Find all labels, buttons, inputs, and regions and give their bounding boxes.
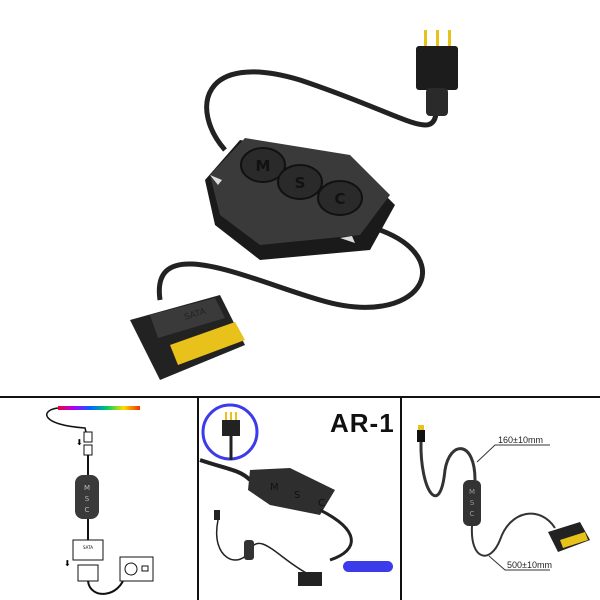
button-s-label: S: [295, 174, 306, 192]
product-model-panel: AR-1 M S C: [199, 403, 395, 586]
leader-line-500: [488, 555, 550, 571]
power-supply-icon: [119, 556, 154, 582]
cable-dimensions-panel: M S C 160±10mm 500±10mm: [417, 425, 590, 571]
cable-top: [204, 69, 439, 152]
button-m[interactable]: M: [240, 147, 286, 183]
p3-button-s: S: [470, 499, 475, 507]
model-name: AR-1: [330, 408, 395, 438]
p2-button-m: M: [270, 482, 279, 493]
sata-connector: SATA: [130, 295, 245, 380]
button-c[interactable]: C: [317, 180, 363, 216]
button-m-label: M: [256, 157, 271, 175]
p1-button-c: C: [85, 506, 90, 514]
argb-3pin-connector: [416, 30, 458, 116]
length-160: 160±10mm: [498, 435, 543, 445]
installation-diagram-panel: ⬇ M S C SATA ⬇: [46, 406, 154, 595]
leader-line-160: [476, 444, 550, 463]
p1-button-s: S: [85, 495, 90, 503]
p1-button-m: M: [84, 484, 90, 492]
cable-bottom: [156, 227, 425, 310]
panel-dividers: [0, 396, 600, 600]
arrow-down-icon: ⬇: [76, 438, 83, 447]
button-c-label: C: [334, 190, 345, 208]
main-product: M S C SATA: [130, 30, 458, 380]
p2-button-s: S: [294, 490, 300, 501]
rgb-led-strip: [58, 406, 140, 410]
button-s[interactable]: S: [277, 164, 323, 200]
p3-button-m: M: [469, 488, 475, 496]
p2-button-c: C: [318, 498, 325, 509]
p3-button-c: C: [470, 510, 475, 518]
arrow-down-icon: ⬇: [64, 559, 71, 568]
p1-sata-label: SATA: [83, 545, 93, 550]
accent-pill: [343, 561, 393, 572]
length-500: 500±10mm: [507, 560, 552, 570]
